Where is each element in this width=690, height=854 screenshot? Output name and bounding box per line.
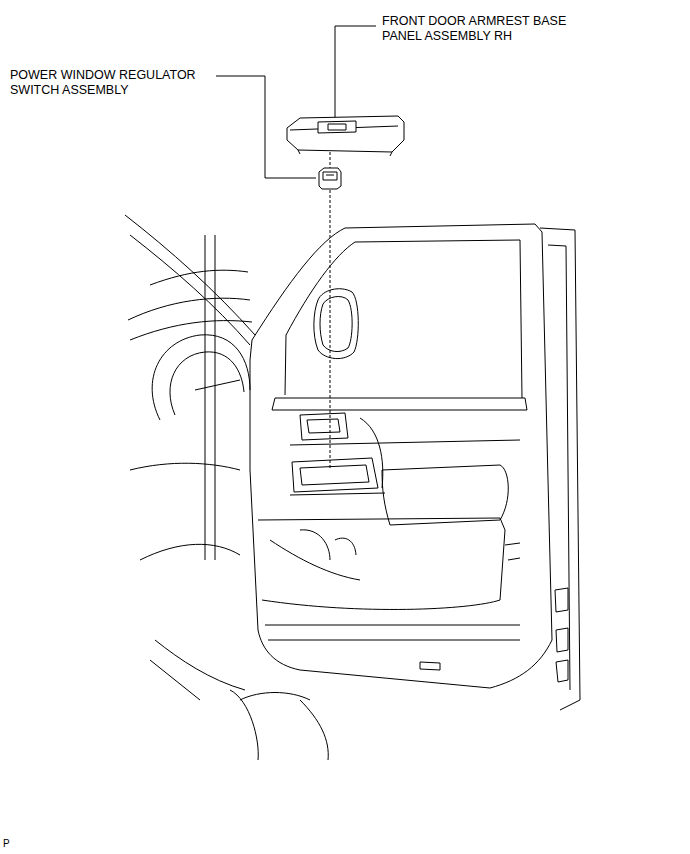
front-door: [420, 662, 440, 670]
front-door: [320, 297, 352, 352]
front-door: [300, 465, 369, 485]
assembly-dashed-line: [330, 152, 331, 470]
armrest-base-panel: [328, 124, 346, 130]
vehicle-interior: [128, 298, 250, 320]
part-label: POWER WINDOW REGULATOR SWITCH ASSEMBLY: [10, 68, 215, 98]
front-door: [314, 289, 358, 359]
leader-line: [335, 26, 376, 120]
armrest-base-panel: [287, 116, 404, 152]
front-door: [250, 224, 580, 710]
front-door: [540, 228, 580, 710]
front-wheel: [230, 690, 258, 760]
front-door: [258, 518, 505, 609]
vehicle-interior: [125, 215, 255, 335]
front-wheel: [150, 640, 328, 760]
front-door: [360, 418, 383, 488]
front-door: [548, 245, 570, 690]
vehicle-interior: [205, 235, 215, 560]
vehicle-interior: [125, 215, 255, 560]
front-wheel: [155, 640, 245, 690]
front-wheel: [240, 693, 310, 701]
front-door: [505, 543, 520, 560]
window-switch: [319, 168, 341, 189]
part-label: FRONT DOOR ARMREST BASE PANEL ASSEMBLY R…: [382, 14, 597, 44]
front-door: [290, 493, 385, 495]
front-door: [270, 540, 360, 580]
leader-line: [216, 26, 376, 178]
front-door: [272, 398, 527, 410]
figure-code: P: [3, 836, 33, 851]
front-door: [300, 413, 348, 440]
assembly-dashed-line: [330, 152, 331, 168]
assembly-dashed-line: [330, 190, 331, 470]
front-door: [555, 588, 568, 682]
vehicle-interior: [140, 544, 240, 560]
front-door: [300, 530, 356, 560]
vehicle-interior: [130, 463, 240, 470]
vehicle-interior: [150, 270, 248, 285]
vehicle-interior: [152, 335, 250, 420]
front-door: [382, 465, 508, 525]
vehicle-interior: [170, 352, 244, 415]
window-switch: [319, 168, 341, 189]
window-switch: [326, 175, 334, 176]
window-switch: [323, 172, 337, 180]
front-wheel: [300, 700, 328, 760]
front-door: [250, 224, 552, 688]
vehicle-interior: [130, 235, 250, 345]
front-door: [285, 240, 522, 398]
front-door: [265, 625, 520, 640]
front-door: [290, 440, 520, 445]
armrest-base-panel: [318, 121, 356, 133]
armrest-base-panel: [287, 116, 404, 156]
vehicle-interior: [195, 380, 240, 390]
front-door: [292, 458, 378, 492]
armrest-base-panel: [298, 150, 392, 156]
front-door: [307, 419, 340, 433]
front-wheel: [150, 660, 200, 700]
